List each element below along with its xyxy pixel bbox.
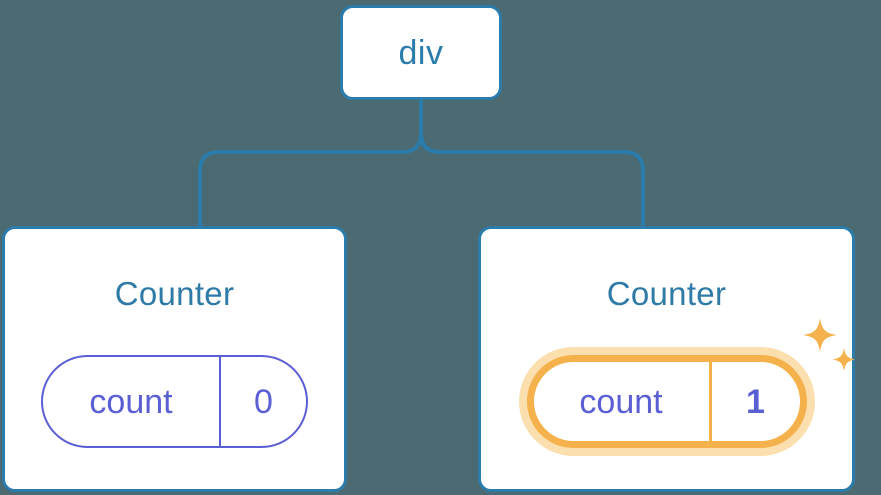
state-pill-wrap: count 0 xyxy=(5,355,344,448)
root-node-label: div xyxy=(398,33,444,72)
state-key: count xyxy=(89,382,173,421)
component-title: Counter xyxy=(114,275,235,312)
state-value: 1 xyxy=(708,362,800,441)
state-pill[interactable]: count 0 xyxy=(41,355,308,448)
state-pill-highlighted[interactable]: count 1 xyxy=(526,355,807,448)
root-node-div[interactable]: div xyxy=(340,5,502,100)
component-card-counter-right[interactable]: Counter count 1 xyxy=(478,226,856,492)
state-pill-wrap: count 1 xyxy=(481,355,852,448)
component-title: Counter xyxy=(606,275,727,312)
sparkle-large-icon xyxy=(803,318,837,352)
state-key: count xyxy=(579,382,663,421)
component-card-counter-left[interactable]: Counter count 0 xyxy=(2,226,347,492)
state-value: 0 xyxy=(219,357,306,446)
